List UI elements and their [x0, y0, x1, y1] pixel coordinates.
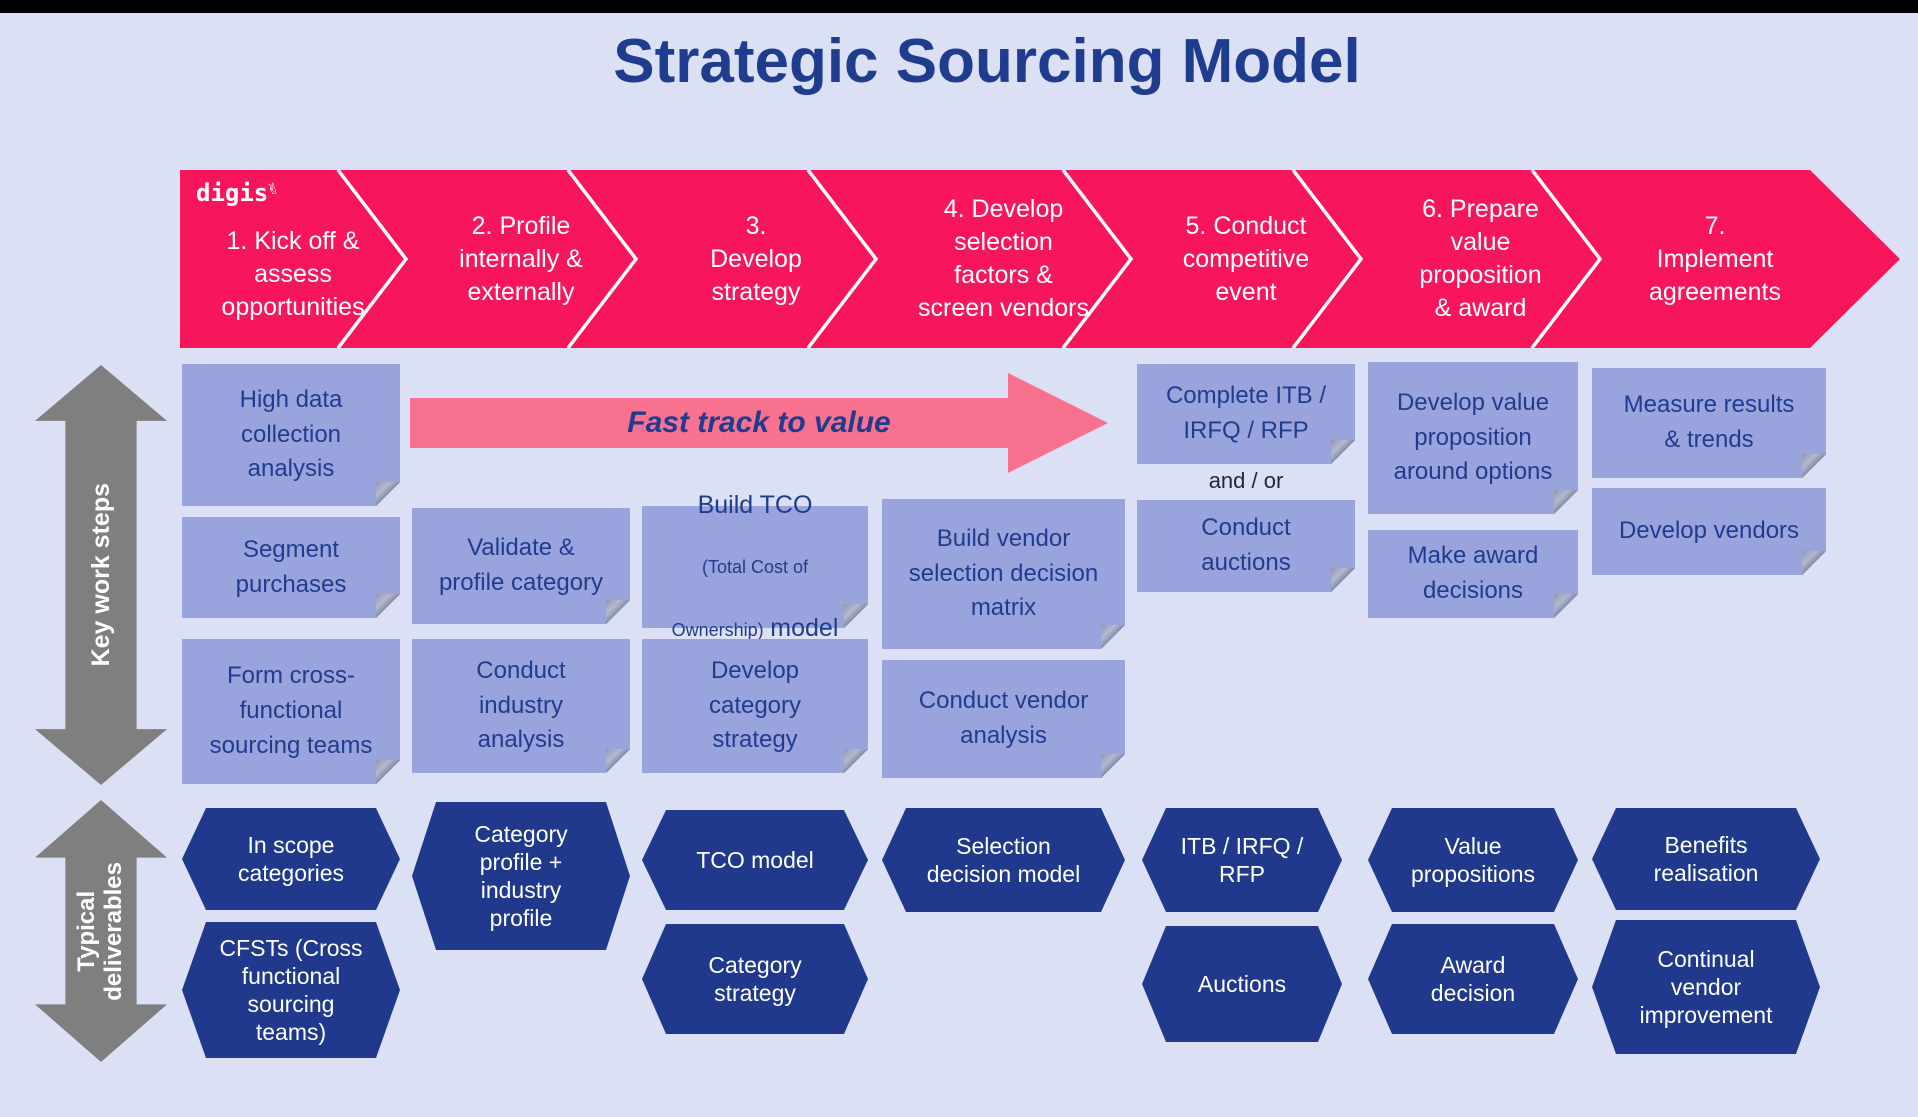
- hex-category-profile-industry-profile: Category profile + industry profile: [412, 802, 630, 950]
- chevron-separator-icon: [1061, 170, 1134, 348]
- and-or-connector: and / or: [1208, 468, 1284, 493]
- chevron-separator-icon: [806, 170, 879, 348]
- process-step-2: 2. Profile internally & externally: [459, 211, 583, 306]
- hex-value-propositions: Value propositions: [1368, 808, 1578, 912]
- key-work-steps-axis-label: Key work steps: [87, 483, 115, 667]
- tco-note-title: Build TCO: [697, 490, 813, 519]
- digis-logo: digis✌: [196, 177, 281, 207]
- chevron-separator-icon: [566, 170, 639, 348]
- digis-logo-text: digis: [196, 179, 269, 207]
- process-band: [180, 170, 1900, 348]
- note-make-award-decisions: Make award decisions: [1368, 530, 1578, 618]
- hex-auctions: Auctions: [1142, 926, 1342, 1042]
- tco-note-model-word: model: [770, 613, 839, 642]
- hex-benefits-realisation: Benefits realisation: [1592, 808, 1820, 910]
- note-measure-results-trends: Measure results & trends: [1592, 368, 1826, 478]
- process-arrow-band: [180, 170, 1900, 348]
- note-conduct-auctions: Conduct auctions: [1137, 500, 1355, 592]
- note-complete-itb-irfq-rfp: Complete ITB / IRFQ / RFP: [1137, 364, 1355, 464]
- hex-selection-decision-model: Selection decision model: [882, 808, 1125, 912]
- chevron-separator-icon: [1530, 170, 1603, 348]
- note-develop-value-proposition-around-options: Develop value proposition around options: [1368, 362, 1578, 514]
- top-black-bar: [0, 0, 1918, 13]
- note-segment-purchases: Segment purchases: [182, 517, 400, 618]
- page-title: Strategic Sourcing Model: [613, 27, 1361, 96]
- typical-deliverables-axis-arrow: Typical deliverables: [35, 800, 167, 1062]
- note-conduct-vendor-analysis: Conduct vendor analysis: [882, 660, 1125, 778]
- process-step-3: 3. Develop strategy: [710, 211, 802, 306]
- process-step-5: 5. Conduct competitive event: [1182, 211, 1310, 306]
- note-develop-category-strategy: Develop category strategy: [642, 639, 868, 773]
- note-high-data-collection-analysis: High data collection analysis: [182, 364, 400, 506]
- hex-continual-vendor-improvement: Continual vendor improvement: [1592, 920, 1820, 1054]
- note-develop-vendors: Develop vendors: [1592, 488, 1826, 575]
- note-form-cross-functional-sourcing-teams: Form cross- functional sourcing teams: [182, 639, 400, 784]
- chevron-separator-icon: [336, 170, 409, 348]
- hex-cfsts-cross-functional-sourcing-teams: CFSTs (Cross functional sourcing teams): [182, 922, 400, 1058]
- hex-tco-model: TCO model: [642, 810, 868, 910]
- note-validate-profile-category: Validate & profile category: [412, 508, 630, 624]
- note-build-tco-model: Build TCO (Total Cost of Ownership) mode…: [642, 491, 868, 642]
- hex-award-decision: Award decision: [1368, 924, 1578, 1034]
- note-build-vendor-selection-decision-matrix: Build vendor selection decision matrix: [882, 499, 1125, 649]
- fast-track-label: Fast track to value: [627, 406, 891, 439]
- chevron-separator-icon: [1291, 170, 1364, 348]
- hex-category-strategy: Category strategy: [642, 924, 868, 1034]
- note-conduct-industry-analysis: Conduct industry analysis: [412, 639, 630, 773]
- process-step-1: 1. Kick off & assess opportunities: [221, 226, 365, 321]
- process-step-4: 4. Develop selection factors & screen ve…: [918, 195, 1089, 322]
- tco-note-subtitle: (Total Cost of: [701, 556, 809, 577]
- typical-deliverables-axis-label: Typical deliverables: [73, 861, 127, 1001]
- process-step-6: 6. Prepare value proposition & award: [1419, 195, 1542, 322]
- tco-note-subtitle-2: Ownership): [671, 619, 764, 640]
- process-step-7: 7. Implement agreements: [1648, 211, 1782, 306]
- hex-in-scope-categories: In scope categories: [182, 808, 400, 910]
- key-work-steps-axis-arrow: Key work steps: [35, 365, 167, 785]
- hex-itb-irfq-rfp: ITB / IRFQ / RFP: [1142, 808, 1342, 912]
